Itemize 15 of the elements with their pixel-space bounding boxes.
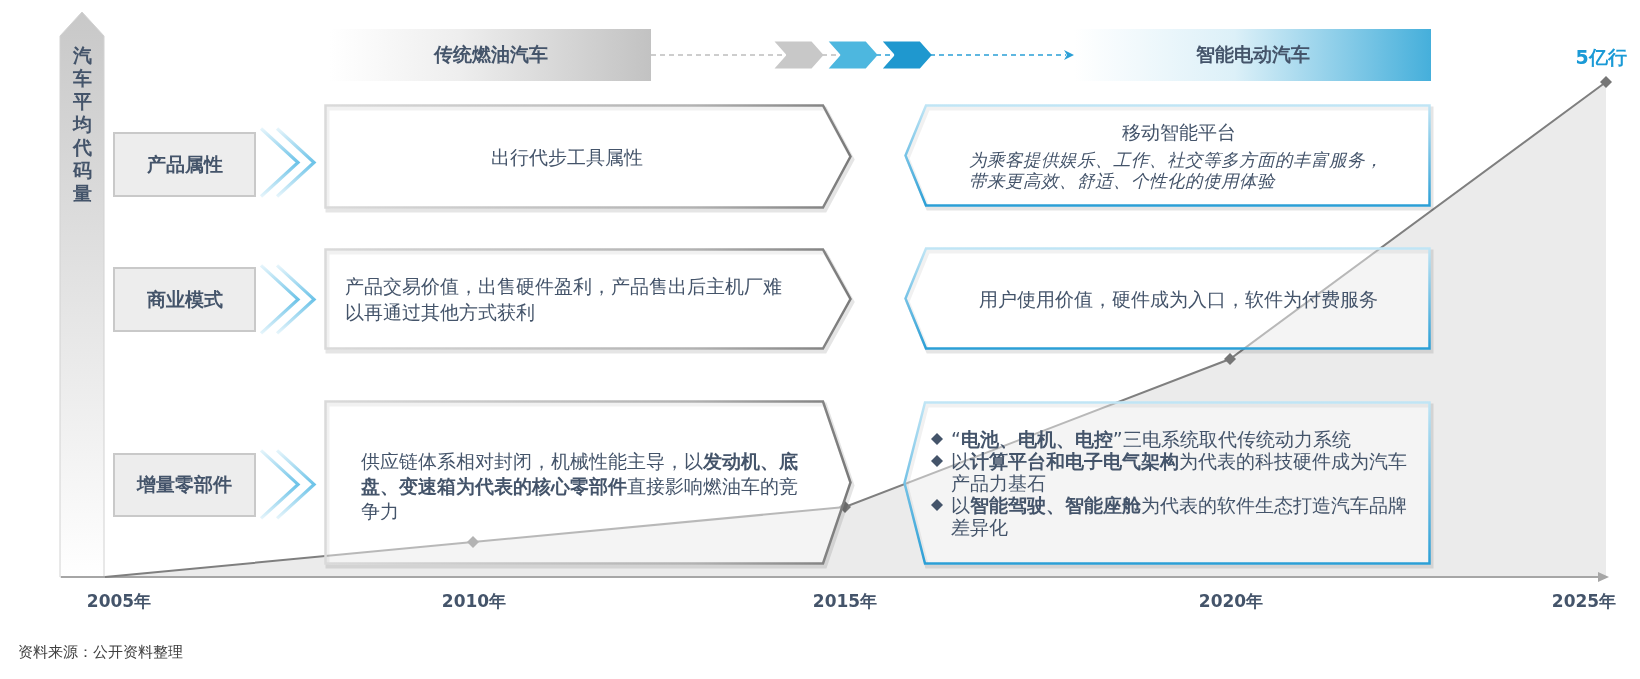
- year-label: 2010年: [441, 591, 507, 612]
- source-note: 资料来源：公开资料整理: [18, 643, 183, 662]
- year-label: 2020年: [1198, 591, 1264, 612]
- category-box: 增量零部件: [113, 453, 256, 517]
- category-box: 产品属性: [113, 132, 256, 197]
- value-label: 5亿行: [1575, 46, 1627, 69]
- double-chevron-arrow: [259, 126, 317, 199]
- year-label: 2025年: [1551, 591, 1617, 612]
- double-chevron-arrow: [259, 448, 317, 520]
- dashed-arrow: [650, 41, 1074, 69]
- year-label: 2015年: [812, 591, 878, 612]
- year-label: 2005年: [86, 591, 152, 612]
- axis-title: 汽车平均代码量: [72, 44, 93, 205]
- category-box: 商业模式: [113, 267, 256, 332]
- double-chevron-arrow: [259, 263, 317, 335]
